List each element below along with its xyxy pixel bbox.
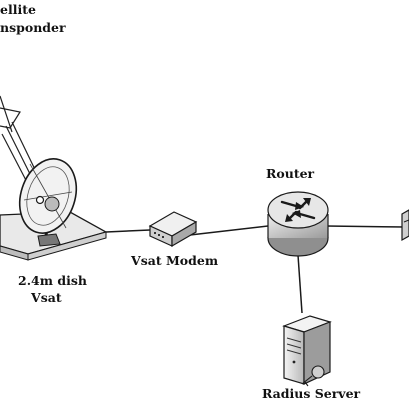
satellite-dish-icon bbox=[0, 158, 108, 261]
link-modem-router bbox=[189, 225, 269, 236]
vsat-modem-icon bbox=[148, 211, 198, 248]
link-dish-modem bbox=[105, 229, 151, 233]
radius-server-icon bbox=[282, 315, 332, 387]
link-router-right-device bbox=[325, 225, 406, 228]
satellite-label-line1: ellite bbox=[0, 2, 36, 17]
router-label: Router bbox=[266, 166, 315, 181]
router-icon bbox=[267, 191, 329, 257]
connection-lines bbox=[105, 225, 406, 314]
radius-server-label: Radius Server bbox=[262, 386, 361, 401]
link-router-server bbox=[297, 254, 303, 314]
dish-label-line1: 2.4m dish bbox=[18, 273, 87, 288]
vsat-modem-label: Vsat Modem bbox=[131, 253, 219, 268]
dish-label-line2: Vsat bbox=[31, 290, 62, 305]
network-device-icon bbox=[401, 209, 409, 242]
satellite-label-line2: nsponder bbox=[0, 20, 66, 35]
